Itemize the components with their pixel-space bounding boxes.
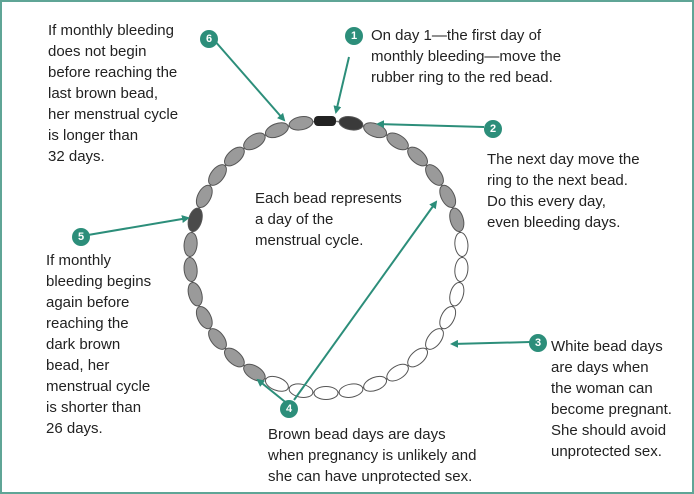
- arrow-6: [214, 40, 284, 120]
- brown-bead: [193, 183, 215, 210]
- arrow-2: [378, 124, 484, 127]
- step-3-badge: 3: [529, 334, 547, 352]
- brown-bead: [362, 120, 389, 141]
- step-5-text: If monthly bleeding begins again before …: [46, 250, 151, 439]
- step-2-badge: 2: [484, 120, 502, 138]
- step-3-text: White bead days are days when the woman …: [551, 336, 672, 462]
- arrow-3: [452, 342, 530, 344]
- dark-brown-bead: [186, 206, 205, 233]
- white-bead: [447, 281, 466, 308]
- step-1-badge: 1: [345, 27, 363, 45]
- step-6-badge: 6: [200, 30, 218, 48]
- brown-bead: [241, 130, 268, 154]
- center-caption: Each bead represents a day of the menstr…: [255, 188, 402, 251]
- brown-bead: [263, 120, 290, 141]
- white-bead: [437, 304, 459, 331]
- step-5-badge: 5: [72, 228, 90, 246]
- brown-bead: [193, 304, 215, 331]
- step-1-text: On day 1—the first day of monthly bleedi…: [371, 25, 561, 88]
- brown-bead: [384, 130, 411, 154]
- brown-bead: [183, 257, 198, 282]
- white-bead: [454, 257, 469, 282]
- white-bead: [362, 373, 389, 394]
- brown-bead: [183, 232, 198, 257]
- brown-bead: [241, 361, 268, 385]
- white-bead: [314, 387, 338, 400]
- brown-bead: [437, 183, 459, 210]
- step-4-text: Brown bead days are days when pregnancy …: [268, 424, 476, 487]
- rubber-ring: [314, 116, 336, 126]
- white-bead: [384, 361, 411, 385]
- white-bead: [454, 232, 469, 257]
- red-bead: [338, 115, 364, 132]
- brown-bead: [447, 206, 466, 233]
- arrow-5: [88, 218, 188, 235]
- arrow-1: [336, 57, 349, 112]
- brown-bead: [288, 115, 314, 132]
- step-2-text: The next day move the ring to the next b…: [487, 149, 640, 233]
- brown-bead: [186, 281, 205, 308]
- step-4-badge: 4: [280, 400, 298, 418]
- white-bead: [338, 382, 364, 399]
- step-6-text: If monthly bleeding does not begin befor…: [48, 20, 178, 167]
- white-bead: [263, 373, 290, 394]
